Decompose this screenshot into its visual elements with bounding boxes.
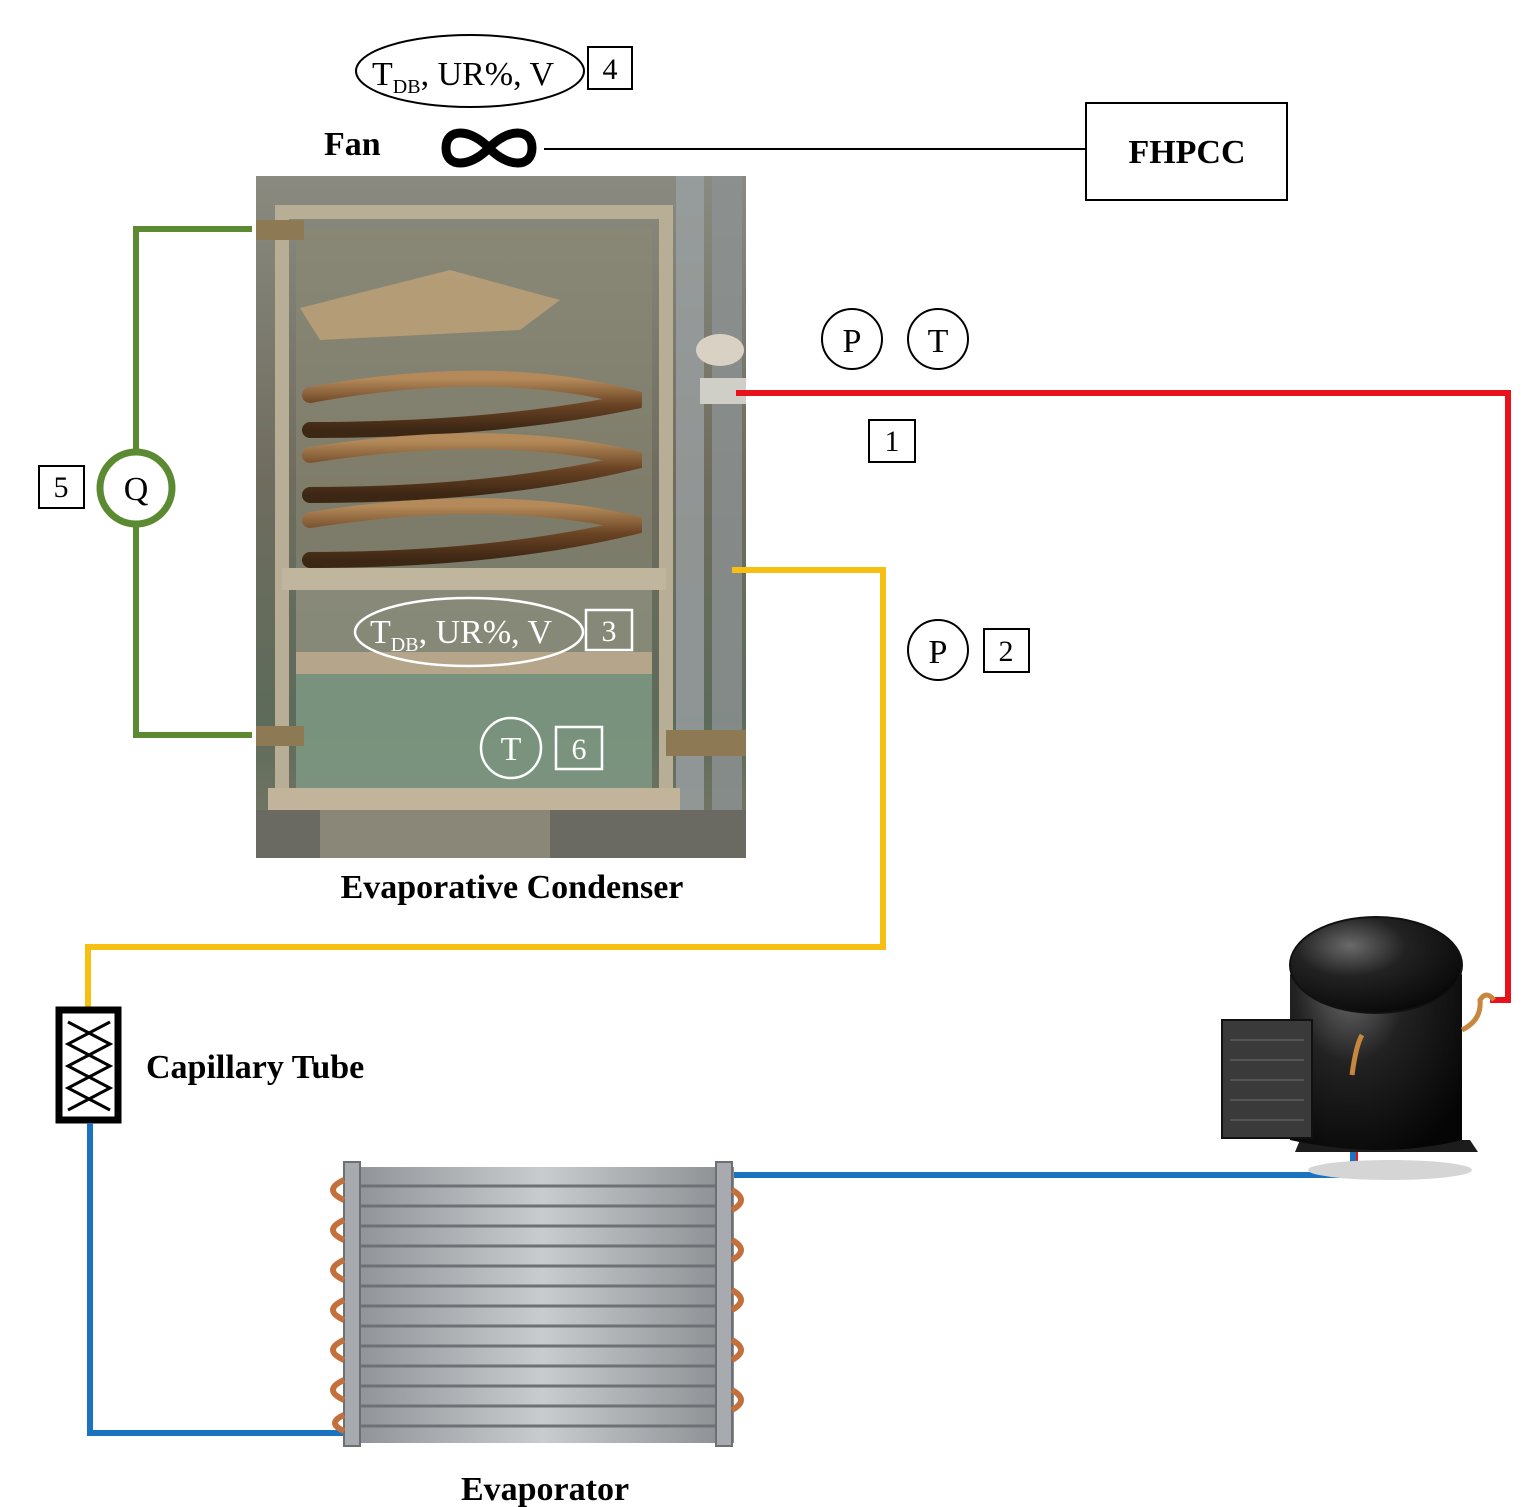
fan-label: Fan [324,126,381,163]
evaporator-label: Evaporator [461,1471,629,1507]
air-inlet-sensor: TDB, UR%, V 3 [353,596,634,668]
sensor-5: 5 [38,465,85,509]
point1-pressure: P [843,323,862,360]
fhpcc-controller: FHPCC [1085,102,1288,201]
svg-text:TDB, UR%, V: TDB, UR%, V [372,56,555,98]
sensor-2-label: 2 [999,635,1014,668]
point1-temperature: T [928,323,949,360]
svg-text:T: T [501,731,522,768]
discharge-line [736,390,1511,1003]
capillary-label: Capillary Tube [146,1049,364,1086]
controller-label: FHPCC [1128,134,1245,171]
sensor-3-label: 3 [602,615,617,648]
sensor-5-label: 5 [54,471,69,504]
evaporator-image [330,1161,744,1447]
fan-icon [441,128,537,168]
svg-text:TDB, UR%, V: TDB, UR%, V [370,614,553,656]
point1-sensors: P T 1 [821,308,969,463]
compressor-image [1221,916,1496,1180]
liquid-line [85,567,886,1008]
air-outlet-sensor: TDB, UR%, V 4 [355,34,633,108]
point2-pressure: P [929,634,948,671]
capillary-tube-symbol [55,1006,122,1124]
sensor-6-label: 6 [572,733,587,766]
flow-meter-symbol: Q [124,471,149,508]
evaporator-inlet-line [87,1123,355,1436]
water-loop [133,226,252,738]
sensor-4-label: 4 [603,53,618,86]
condenser-label: Evaporative Condenser [341,869,684,906]
flow-meter-q: Q [96,448,176,528]
evaporative-condenser-image [256,176,746,858]
point2-sensors: P 2 [907,619,1030,681]
sensor-1-label: 1 [885,425,900,458]
water-temperature-sensor: T 6 [479,716,604,780]
